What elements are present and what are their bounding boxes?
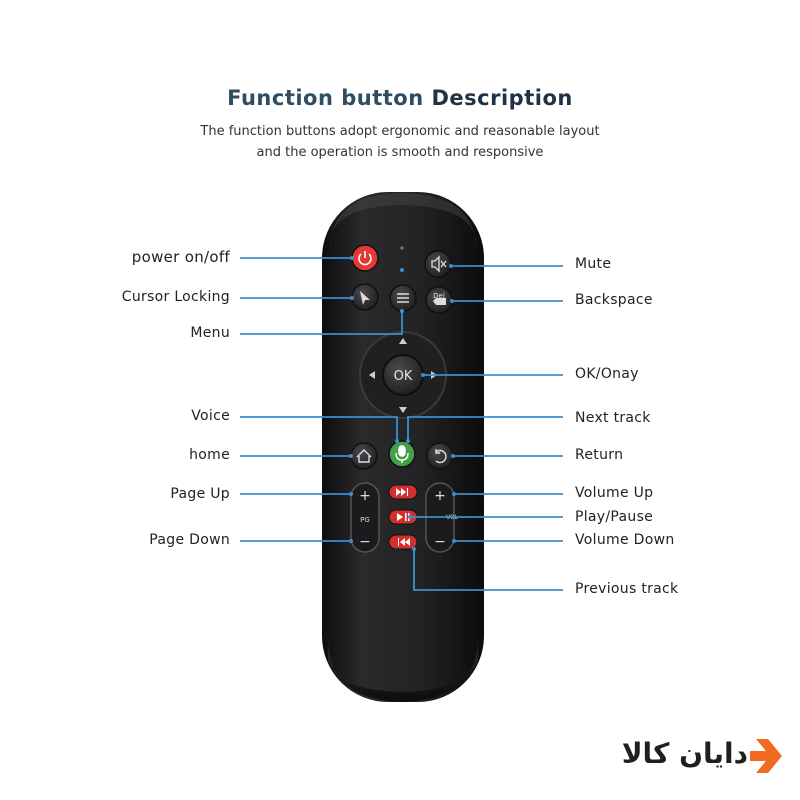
mute-button[interactable]: [424, 250, 452, 278]
label-cursor-locking: Cursor Locking: [121, 289, 230, 305]
power-button[interactable]: [351, 244, 379, 272]
pg-label: PG: [360, 516, 370, 524]
brand-logo: دایان کالا: [598, 733, 788, 779]
label-menu: Menu: [190, 325, 230, 341]
mute-icon: [431, 255, 447, 273]
cursor-icon: [360, 291, 370, 305]
microphone-icon: [395, 445, 409, 463]
return-icon: [435, 449, 447, 464]
return-button[interactable]: [426, 442, 454, 470]
previous-track-icon: [398, 538, 410, 546]
label-play-pause: Play/Pause: [575, 509, 654, 525]
title-part-2: Description: [431, 86, 573, 110]
leader-lines: [240, 257, 563, 591]
menu-icon: [397, 293, 409, 303]
menu-button[interactable]: [389, 284, 417, 312]
leader-dots: [349, 256, 456, 551]
previous-track-button[interactable]: [388, 534, 418, 550]
label-page-down: Page Down: [149, 532, 230, 548]
label-page-up: Page Up: [170, 486, 230, 502]
label-voice: Voice: [191, 408, 230, 424]
backspace-icon: [433, 298, 446, 305]
label-next-track: Next track: [575, 410, 651, 426]
label-power: power on/off: [131, 248, 230, 266]
volume-down-minus: −: [434, 534, 446, 550]
next-track-icon: [396, 488, 408, 496]
arrow-left-icon: [369, 371, 375, 379]
label-home: home: [189, 447, 230, 463]
backspace-button[interactable]: Del: [425, 286, 453, 314]
home-icon: [356, 449, 372, 463]
del-label: Del: [433, 292, 445, 300]
subtitle-line-1: The function buttons adopt ergonomic and…: [200, 124, 600, 139]
volume-up-plus: +: [434, 488, 446, 504]
label-return: Return: [575, 447, 624, 463]
page-title: Function button Description: [0, 86, 800, 110]
voice-button[interactable]: [388, 440, 416, 468]
label-ok: OK/Onay: [575, 366, 639, 382]
page-up-plus: +: [359, 488, 371, 504]
label-previous-track: Previous track: [575, 581, 679, 597]
page-down-minus: −: [359, 534, 371, 550]
cursor-lock-button[interactable]: [351, 283, 379, 311]
title-part-1: Function button: [227, 86, 424, 110]
arrow-up-icon: [399, 338, 407, 344]
label-volume-up: Volume Up: [575, 485, 654, 501]
subtitle-line-2: and the operation is smooth and responsi…: [256, 145, 544, 160]
ok-label: OK: [394, 369, 413, 384]
play-pause-icon: [397, 513, 410, 521]
ok-button[interactable]: OK: [382, 354, 424, 396]
arrow-down-icon: [399, 407, 407, 413]
label-mute: Mute: [575, 256, 612, 272]
brand-logo-text: دایان کالا: [621, 737, 748, 770]
power-icon: [358, 253, 372, 266]
brand-mark-icon: [750, 739, 782, 773]
label-volume-down: Volume Down: [575, 532, 675, 548]
page-rocker[interactable]: + PG −: [350, 482, 380, 553]
label-backspace: Backspace: [575, 292, 653, 308]
next-track-button[interactable]: [388, 484, 418, 500]
home-button[interactable]: [350, 442, 378, 470]
